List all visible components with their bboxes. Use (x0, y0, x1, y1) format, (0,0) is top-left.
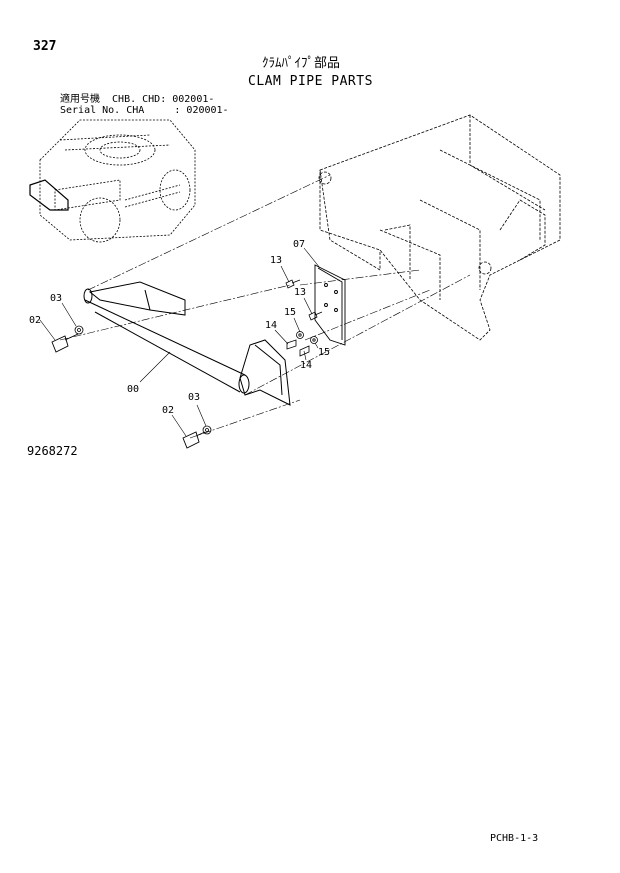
title-japanese: ｸﾗﾑﾊﾟｲﾌﾟ部品 (262, 56, 341, 71)
callout-14-lower: 14 (300, 360, 313, 371)
serial-line-1: 適用号機 CHB. CHD: 002001- (60, 94, 215, 105)
washer-part-15-upper (296, 331, 304, 339)
washer-part-15-lower (310, 336, 318, 344)
bolt-part-13-lower (308, 311, 323, 321)
callout-13-upper: 13 (270, 255, 283, 266)
callout-07: 07 (293, 239, 306, 250)
callout-leaders (39, 247, 321, 437)
clam-pipe-part-00 (83, 281, 291, 406)
frame-structure (318, 114, 561, 341)
overview-highlight (29, 179, 69, 211)
machine-overview-illustration (39, 119, 196, 243)
assembly-guide-lines (59, 174, 471, 439)
serial-line-2: Serial No. CHA : 020001- (60, 105, 229, 116)
callout-00: 00 (127, 384, 140, 395)
callout-03-lower: 03 (188, 392, 201, 403)
footer-code: PCHB-1-3 (490, 833, 539, 844)
nut-part-14-lower (299, 345, 310, 357)
drawing-number: 9268272 (27, 444, 78, 458)
callout-14-upper: 14 (265, 320, 278, 331)
callout-15-lower: 15 (318, 347, 331, 358)
callout-02-lower: 02 (162, 405, 175, 416)
callout-15-upper: 15 (284, 307, 297, 318)
nut-part-14-upper (286, 339, 297, 350)
washer-part-03-upper (74, 325, 84, 335)
page-number: 327 (33, 39, 57, 54)
bolt-part-13-upper (285, 279, 301, 289)
title-english: CLAM PIPE PARTS (248, 74, 373, 89)
callout-02-upper: 02 (29, 315, 42, 326)
callout-13-lower: 13 (294, 287, 307, 298)
washer-part-03-lower (202, 425, 212, 435)
callout-03-upper: 03 (50, 293, 63, 304)
bolt-part-02-lower (182, 431, 206, 449)
bracket-plate-part-07 (314, 264, 346, 346)
bolt-part-02-upper (51, 333, 79, 353)
